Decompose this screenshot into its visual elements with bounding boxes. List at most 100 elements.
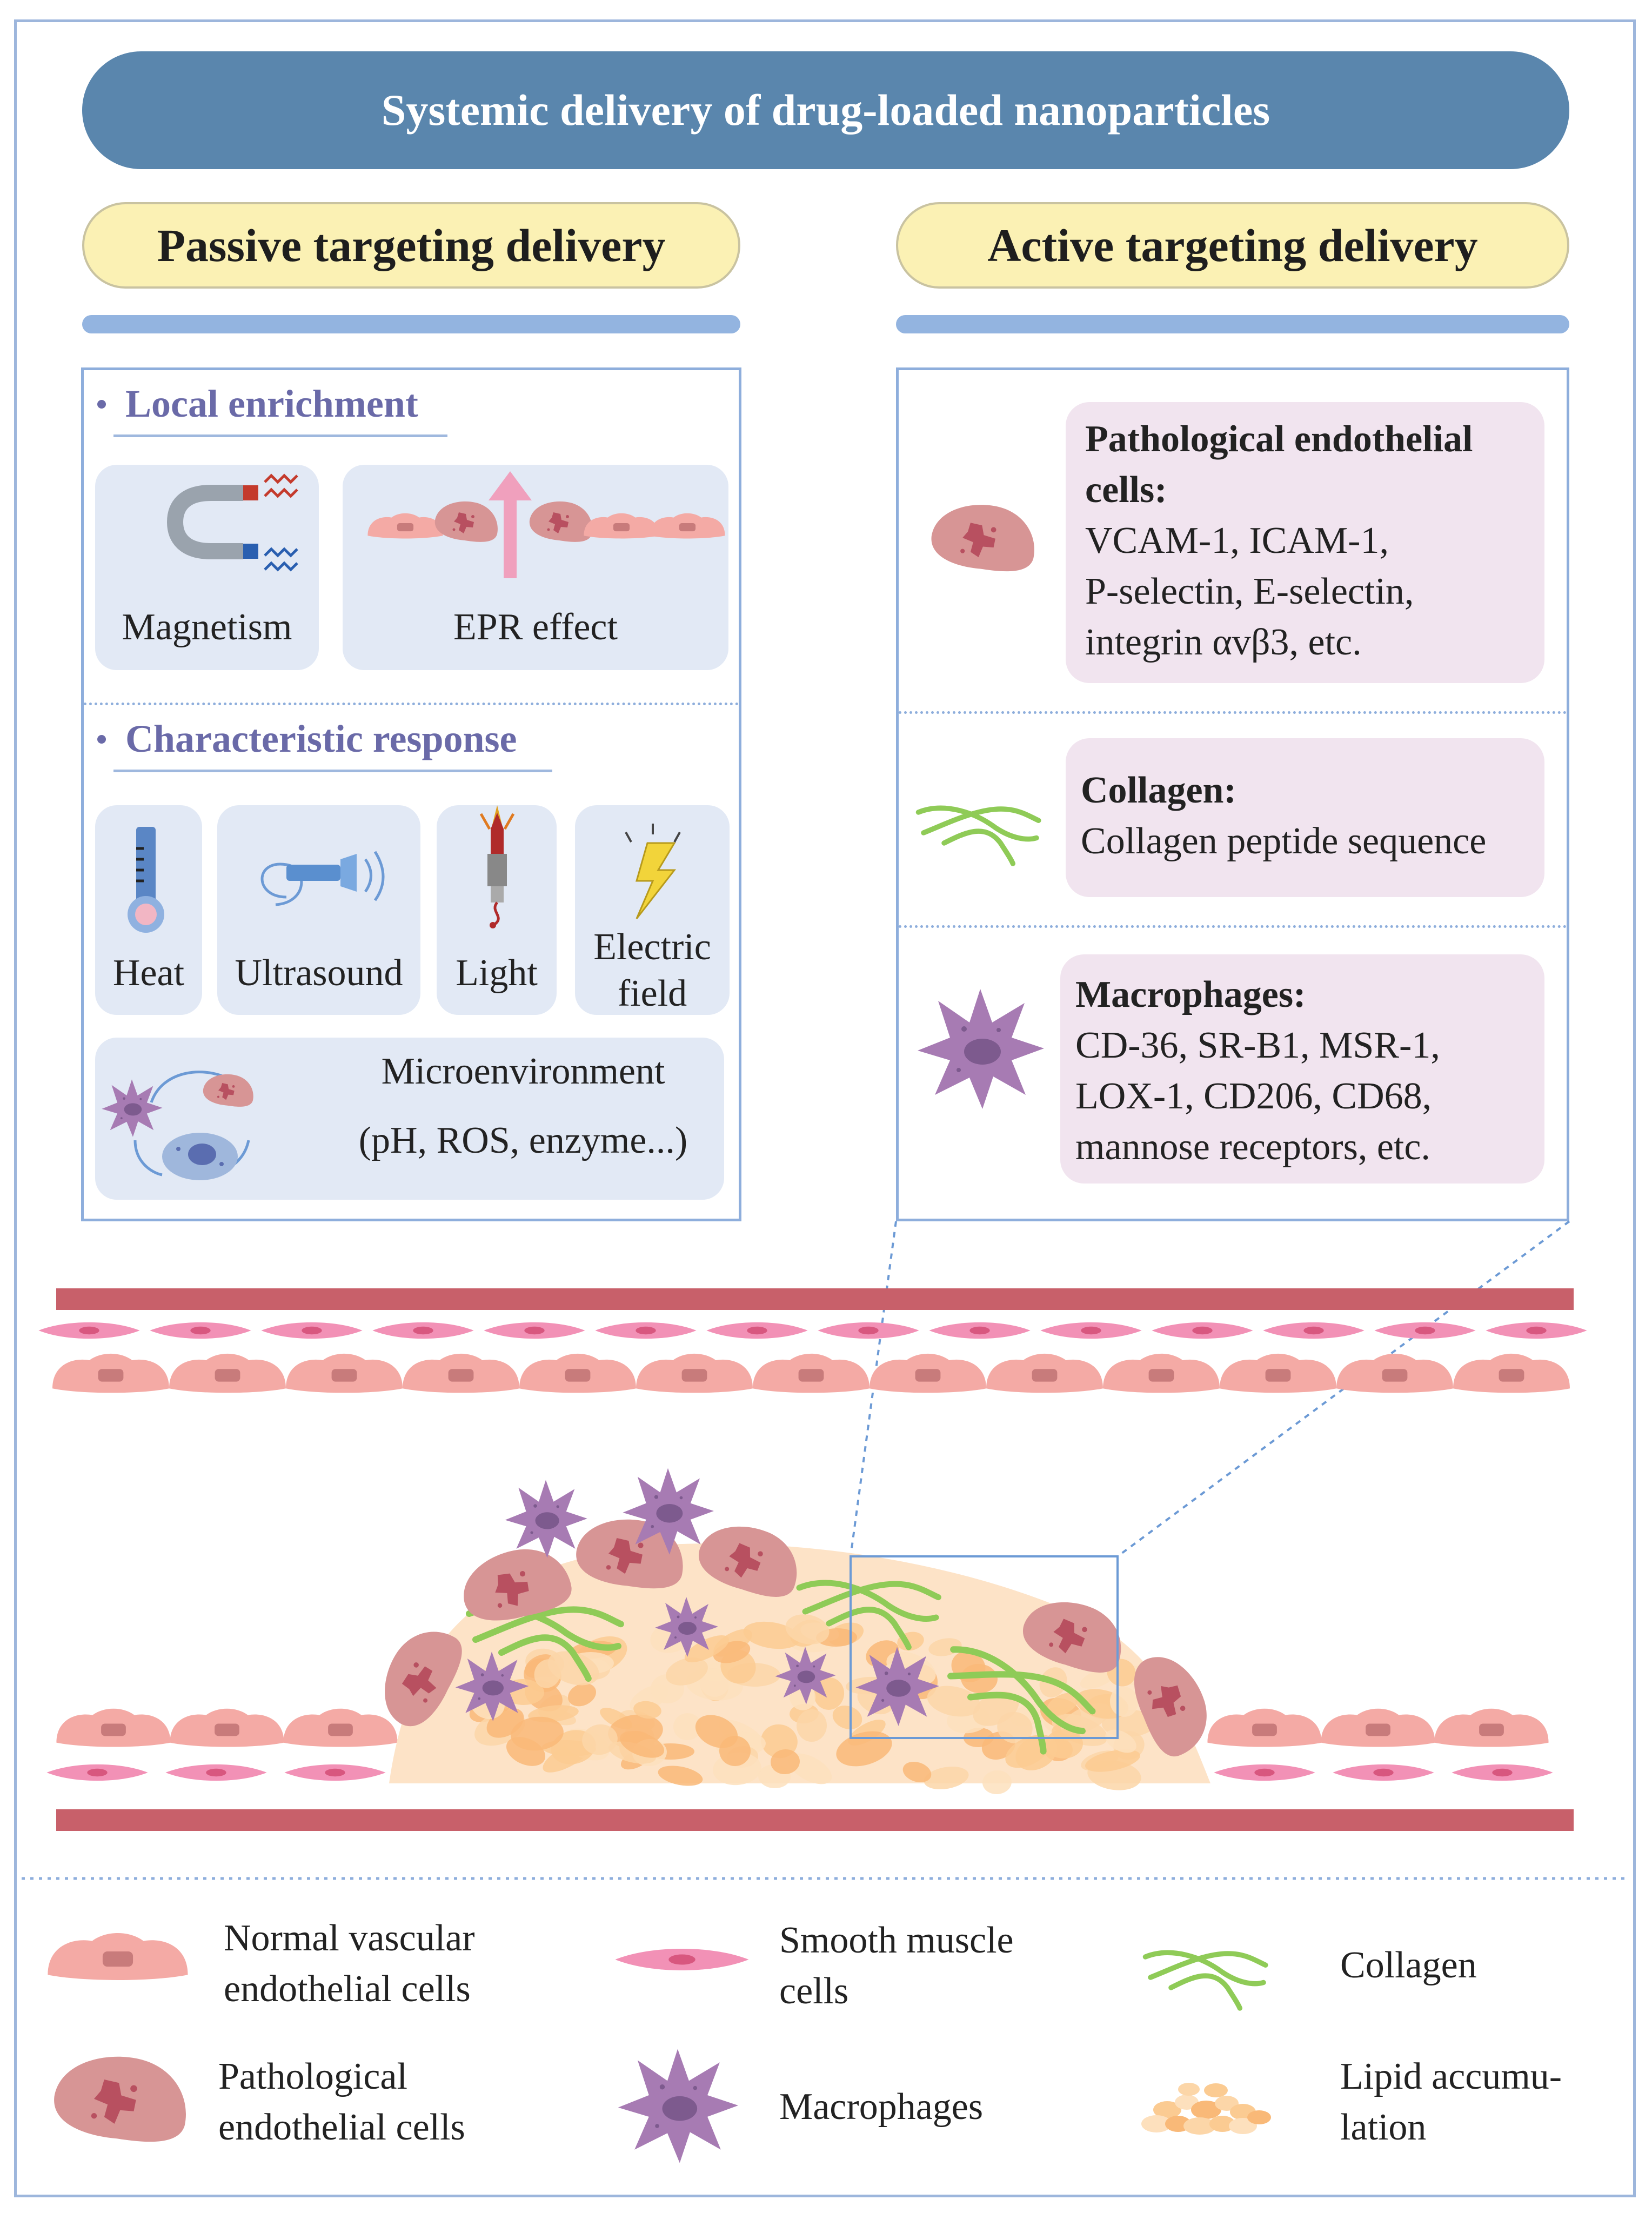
heading-underline [113,434,447,437]
lipid-droplet [796,1709,827,1742]
smooth-muscle-cell [1152,1322,1253,1339]
smooth-muscle-cell [1486,1322,1587,1339]
collagen-line1: Collagen peptide sequence [1081,820,1487,862]
title-banner: Systemic delivery of drug-loaded nanopar… [82,51,1569,169]
legend-smooth-line1: Smooth muscle [779,1920,1014,1961]
lipid-droplet [1153,2101,1181,2118]
macrophage-line1: CD-36, SR-B1, MSR-1, [1075,1025,1440,1066]
lipid-droplet [836,1731,892,1767]
lipid-droplet [1183,2117,1216,2135]
endothelial-cell [519,1353,636,1393]
lipid-droplet [785,1614,830,1644]
smooth-muscle-cell [929,1322,1031,1339]
plaque-macrophage [505,1480,587,1558]
lipid-droplet [1045,1729,1083,1759]
smooth-muscle-cell [38,1322,140,1339]
lipid-droplet [695,1715,738,1748]
lipid-droplet [927,1686,981,1717]
endothelial-cell [1103,1353,1220,1393]
legend-macrophage-text: Macrophages [779,2082,983,2132]
local-enrichment-heading: Local enrichment [97,382,418,426]
lipid-droplet [666,1657,708,1686]
endothelial-cell [1336,1353,1453,1393]
smooth-muscle-cell [284,1764,386,1781]
lipid-droplet [1209,2116,1235,2132]
epr-label: EPR effect [453,606,618,648]
magnetism-label: Magnetism [122,606,292,648]
legend-smooth-muscle-icon [615,1949,749,1970]
active-title: Active targeting delivery [987,219,1478,271]
legend-macrophage-line: Macrophages [779,2086,984,2128]
active-bar [896,315,1569,333]
lipid-droplet [658,1766,703,1786]
pathological-line3: integrin αvβ3, etc. [1085,621,1362,663]
legend-patho-line2: endothelial cells [218,2107,465,2148]
endothelial-cell [403,1353,519,1393]
smooth-muscle-cell [1452,1764,1553,1781]
pathological-cell-icon [931,505,1034,572]
endothelial-cell [986,1353,1103,1393]
macrophage-line2: LOX-1, CD206, CD68, [1075,1075,1432,1117]
legend-patho-text: Pathological endothelial cells [218,2051,465,2153]
lipid-droplet [1178,2083,1200,2096]
epr-effect-icon [367,471,725,578]
endothelial-cell [1321,1708,1435,1747]
lipid-droplet [619,1731,665,1758]
endothelial-cell [870,1353,986,1393]
legend-pathological-cell-icon [54,2056,186,2142]
page-title: Systemic delivery of drug-loaded nanopar… [381,85,1270,135]
legend-smooth-text: Smooth muscle cells [779,1915,1014,2017]
macrophage-line3: mannose receptors, etc. [1075,1126,1430,1168]
ultrasound-card: Ultrasound [217,805,420,1015]
smooth-muscle-cell [1214,1764,1315,1781]
endothelial-row-top [52,1353,1570,1393]
lipid-droplet [982,1770,1012,1795]
vessel-wall-bottom [56,1809,1574,1831]
legend-smooth-line2: cells [779,1970,849,2012]
legend-lipid-icon [1141,2083,1271,2135]
legend-lipid-line1: Lipid accumu- [1340,2056,1562,2097]
lipid-droplet [1247,2110,1271,2124]
endothelial-cell [170,1708,284,1747]
lipid-droplet [1105,1729,1136,1753]
endothelial-cell [56,1708,171,1747]
electric-field-card: Electric field [575,805,730,1015]
lipid-droplet [1229,2118,1257,2134]
collagen-title: Collagen: [1081,770,1236,811]
smooth-muscle-cell [1333,1764,1434,1781]
legend-macrophage-icon [618,2049,739,2163]
lipid-droplet [684,1635,730,1662]
legend-patho-line1: Pathological [218,2056,407,2097]
thermometer-icon [128,827,164,933]
lipid-droplet [568,1683,596,1707]
active-divider-2 [899,925,1567,928]
collagen-icon [919,808,1039,864]
collagen-target-card: Collagen: Collagen peptide sequence [1066,738,1544,897]
endothelial-cell [286,1353,403,1393]
smooth-muscle-cell [1263,1322,1365,1339]
heat-label: Heat [112,952,185,994]
smooth-muscle-cell [372,1322,474,1339]
macrophage-title: Macrophages: [1075,974,1306,1015]
smooth-muscle-cell [150,1322,251,1339]
lipid-droplet [1191,2101,1221,2119]
endothelial-cell [1453,1353,1570,1393]
blood-vessel [56,1288,1574,1831]
pathological-title: Pathological endothelial cells: [1085,418,1473,511]
micro-label-line2: (pH, ROS, enzyme...) [358,1120,688,1161]
lipid-droplet [997,1711,1033,1744]
endothelial-cell [169,1353,286,1393]
legend-collagen-text: Collagen [1340,1940,1477,1991]
endothelial-cell [636,1353,753,1393]
macrophage-icon [918,989,1044,1109]
endothelial-cell [1220,1353,1336,1393]
legend-normal-text: Normal vascular endothelial cells [224,1913,475,2015]
passive-title: Passive targeting delivery [157,219,666,271]
vessel-wall-top [56,1288,1574,1310]
lipid-droplet [1080,1668,1116,1689]
pathological-line1: VCAM-1, ICAM-1, [1085,520,1389,561]
lipid-droplet [1141,2115,1172,2132]
lipid-droplet [832,1706,862,1729]
heading-underline [113,770,552,772]
passive-divider [84,703,739,705]
